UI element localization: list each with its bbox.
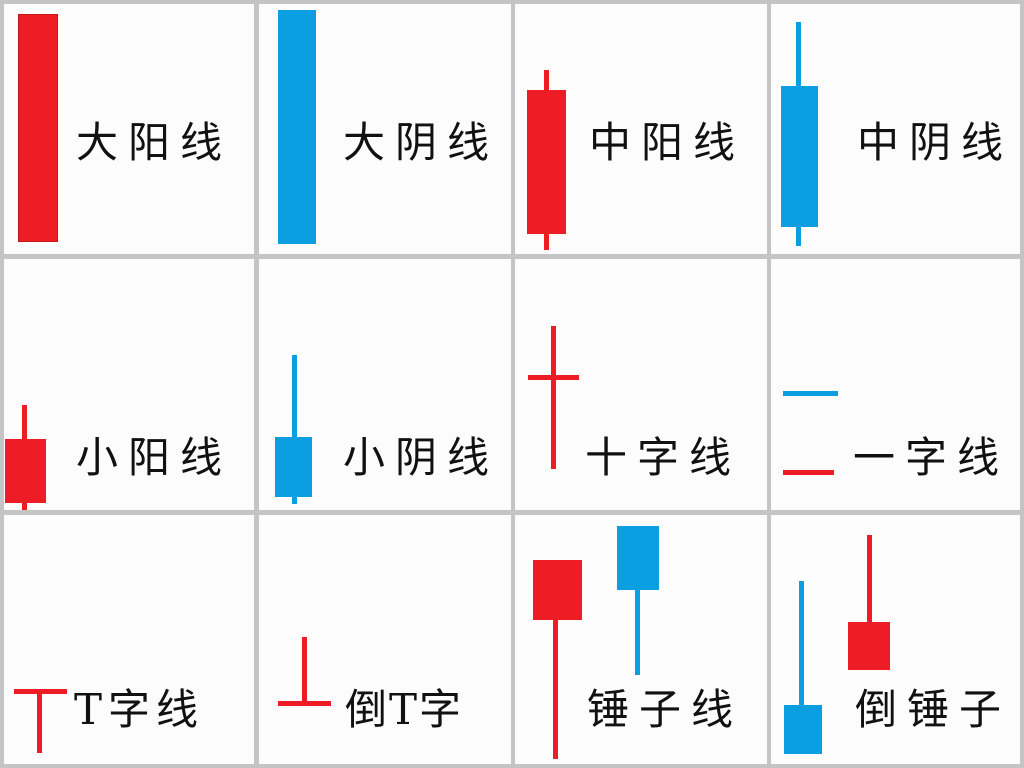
red-vertical-line bbox=[302, 637, 307, 705]
cell-t-line: T字线 bbox=[4, 515, 254, 764]
cell-medium-bearish: 中阴线 bbox=[771, 4, 1020, 254]
cell-label: 中阳线 bbox=[589, 118, 746, 167]
blue-lower-wick bbox=[635, 589, 640, 675]
red-candle-body bbox=[527, 90, 566, 234]
red-vertical-line bbox=[551, 326, 556, 469]
red-horizontal-line bbox=[783, 470, 834, 475]
blue-candle-body bbox=[278, 10, 316, 244]
red-upper-wick bbox=[867, 535, 872, 625]
cell-inverted-t: 倒T字 bbox=[259, 515, 511, 764]
cell-big-bearish: 大阴线 bbox=[259, 4, 511, 254]
red-upper-wick bbox=[22, 405, 27, 441]
red-lower-wick bbox=[553, 619, 558, 759]
cell-doji: 十字线 bbox=[515, 259, 767, 510]
blue-upper-wick bbox=[292, 355, 297, 439]
cell-inverted-hammer: 倒锤子 bbox=[771, 515, 1020, 764]
cell-label: 倒T字 bbox=[345, 685, 464, 734]
blue-lower-wick bbox=[292, 495, 297, 504]
cell-label: 大阳线 bbox=[76, 118, 233, 167]
blue-candle-body bbox=[784, 705, 822, 754]
blue-candle-body bbox=[617, 526, 659, 590]
cell-label: 倒锤子 bbox=[855, 685, 1012, 734]
cell-label: 锤子线 bbox=[587, 685, 744, 734]
red-upper-wick bbox=[544, 70, 549, 92]
blue-lower-wick bbox=[796, 226, 801, 246]
red-lower-wick bbox=[544, 232, 549, 250]
blue-candle-body bbox=[781, 86, 818, 227]
cell-small-bullish: 小阳线 bbox=[4, 259, 254, 510]
cell-big-bullish: 大阳线 bbox=[4, 4, 254, 254]
cell-label: 小阴线 bbox=[343, 433, 500, 482]
cell-label: 大阴线 bbox=[343, 118, 500, 167]
cell-flat-line: 一字线 bbox=[771, 259, 1020, 510]
cell-label: 十字线 bbox=[585, 433, 742, 482]
red-vertical-line bbox=[37, 689, 42, 753]
red-lower-wick bbox=[22, 502, 27, 510]
red-horizontal-line bbox=[278, 701, 331, 706]
cell-medium-bullish: 中阳线 bbox=[515, 4, 767, 254]
cell-hammer: 锤子线 bbox=[515, 515, 767, 764]
red-candle-body bbox=[5, 439, 46, 503]
red-candle-body bbox=[18, 14, 58, 242]
red-candle-body bbox=[848, 622, 890, 670]
cell-label: 中阴线 bbox=[857, 118, 1014, 167]
blue-candle-body bbox=[275, 437, 312, 497]
cell-label: T字线 bbox=[74, 685, 205, 734]
cell-small-bearish: 小阴线 bbox=[259, 259, 511, 510]
blue-upper-wick bbox=[796, 22, 801, 88]
red-horizontal-line bbox=[528, 375, 579, 380]
blue-upper-wick bbox=[799, 581, 804, 707]
blue-horizontal-line bbox=[783, 391, 838, 396]
red-candle-body bbox=[533, 560, 582, 620]
cell-label: 小阳线 bbox=[76, 433, 233, 482]
cell-label: 一字线 bbox=[853, 433, 1010, 482]
